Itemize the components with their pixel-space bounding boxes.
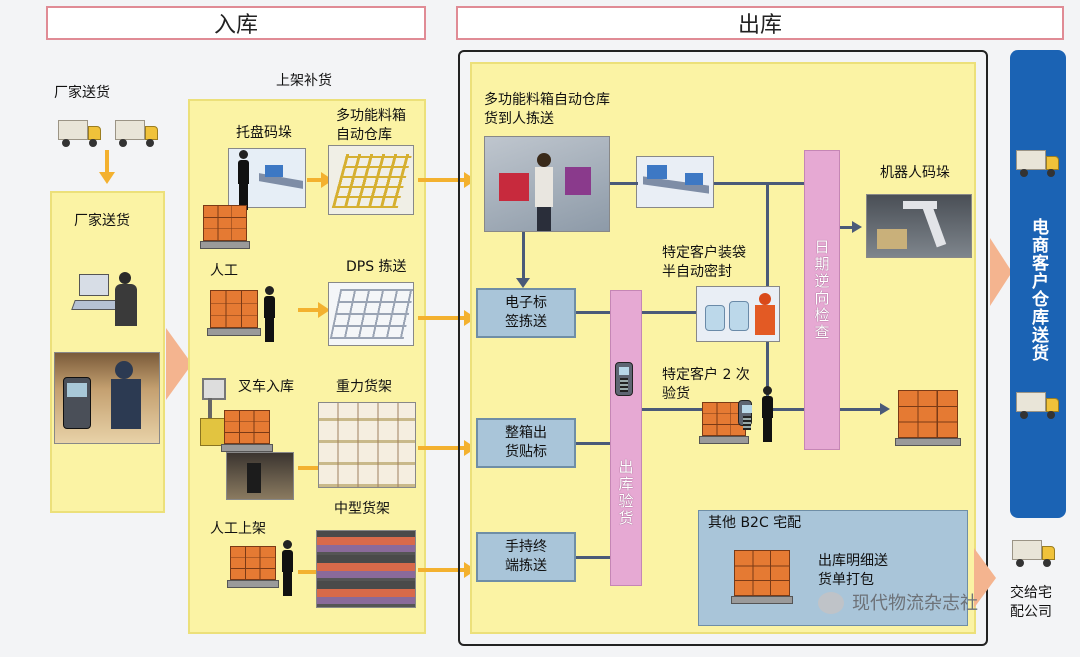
inbound-header-text: 入库 [213, 13, 258, 38]
flow-line [576, 556, 610, 559]
b2c-title: 其他 B2C 宅配 [708, 515, 802, 531]
dps-label: DPS 拣送 [346, 259, 407, 275]
pallet-icon [200, 205, 250, 249]
pallet-icon [731, 550, 793, 604]
flow-line [610, 182, 638, 185]
outbound-check-text: 出库验货 [616, 459, 635, 527]
handheld-scanner-icon [615, 362, 633, 396]
date-reverse-check-text: 日期逆向检查 [812, 239, 831, 341]
worker-icon [760, 386, 774, 442]
medium-rack-photo [316, 530, 416, 608]
medium-rack-label: 中型货架 [334, 501, 390, 517]
b2c-detail: 出库明细送 货单打包 [818, 553, 888, 588]
ecommerce-delivery-text: 电商客户仓库送货 [1028, 218, 1048, 362]
handheld-picking-text: 手持终 端拣送 [505, 539, 547, 574]
full-case-labeling-text: 整箱出 货贴标 [505, 425, 547, 460]
flow-line-arrowhead [852, 221, 862, 233]
flow-arrow-big-right [990, 238, 1012, 306]
second-check-label: 特定客户 2 次 验货 [662, 367, 750, 402]
flow-line [576, 442, 610, 445]
gravity-rack-label: 重力货架 [336, 379, 392, 395]
flow-arrow-down-head [99, 172, 115, 184]
worker-icon [236, 150, 250, 210]
flow-line [576, 311, 610, 314]
truck-icon [115, 120, 159, 147]
electronic-label-picking-text: 电子标 签拣送 [505, 295, 547, 330]
goods-to-person-photo [484, 136, 610, 232]
flow-arrow [298, 564, 328, 580]
pallet-icon [207, 290, 261, 336]
outbound-frame [458, 50, 988, 646]
gravity-rack-photo [318, 402, 416, 488]
supplier-delivery-panel-label: 厂家送货 [74, 213, 130, 229]
flow-line [768, 408, 804, 411]
dps-rack-illustration [328, 282, 414, 346]
conveyor-illustration [636, 156, 714, 208]
manual-shelving-label: 人工上架 [210, 521, 266, 537]
handheld-scanner-icon [738, 400, 752, 430]
truck-icon [58, 120, 102, 147]
robot-palletizing-label: 机器人码垛 [880, 165, 950, 181]
wechat-icon [818, 592, 844, 614]
warehouse-scanning-photo [54, 352, 160, 444]
worker-icon [262, 286, 276, 342]
ecommerce-delivery-bar [1010, 50, 1066, 518]
date-reverse-check-bar: 日期逆向检查 [804, 150, 840, 450]
robot-palletizing-photo [866, 194, 972, 258]
flow-line [642, 408, 702, 411]
restock-title: 上架补货 [276, 73, 332, 89]
computer-workstation-icon [71, 268, 143, 330]
flow-line [642, 311, 696, 314]
pallet-icon [227, 546, 279, 588]
handover-label: 交给宅 配公司 [1010, 585, 1052, 620]
multi-bin-warehouse-illustration [328, 145, 414, 215]
forklift-label: 叉车入库 [238, 379, 294, 395]
pallet-icon [895, 390, 961, 446]
flow-arrow [307, 172, 333, 188]
electronic-label-picking-box: 电子标 签拣送 [476, 288, 576, 338]
flow-arrow-big-right [974, 548, 996, 608]
worker-icon [280, 540, 294, 596]
pallet-stacking-label: 托盘码垛 [236, 125, 292, 141]
flow-arrow [298, 302, 330, 318]
inbound-header: 入库 [46, 6, 426, 40]
flow-arrow-down [105, 150, 109, 174]
flow-line [840, 408, 882, 411]
pallet-icon [221, 410, 273, 452]
g2p-label: 多功能料箱自动仓库 货到人拣送 [484, 92, 610, 127]
truck-icon [1016, 392, 1060, 419]
watermark-text: 现代物流杂志社 [852, 593, 978, 614]
flow-line-arrowhead [880, 403, 890, 415]
flow-line-arrowhead [516, 278, 530, 288]
full-case-labeling-box: 整箱出 货贴标 [476, 418, 576, 468]
flow-arrow [298, 460, 330, 476]
handheld-picking-box: 手持终 端拣送 [476, 532, 576, 582]
supplier-delivery-label: 厂家送货 [54, 85, 110, 101]
outbound-header-text: 出库 [737, 13, 782, 38]
flow-line [714, 182, 806, 185]
bagging-label: 特定客户装袋 半自动密封 [662, 245, 746, 280]
flow-arrow-big-right [166, 328, 192, 400]
truck-icon [1012, 540, 1056, 567]
multi-bin-warehouse-label: 多功能料箱 自动仓库 [336, 108, 406, 143]
bagging-sealing-illustration [696, 286, 780, 342]
outbound-header: 出库 [456, 6, 1064, 40]
flow-line [522, 232, 525, 280]
forklift-photo [226, 452, 294, 500]
outbound-check-bar: 出库验货 [610, 290, 642, 586]
truck-icon [1016, 150, 1060, 177]
flow-line [840, 226, 854, 229]
manual-label: 人工 [210, 263, 238, 279]
